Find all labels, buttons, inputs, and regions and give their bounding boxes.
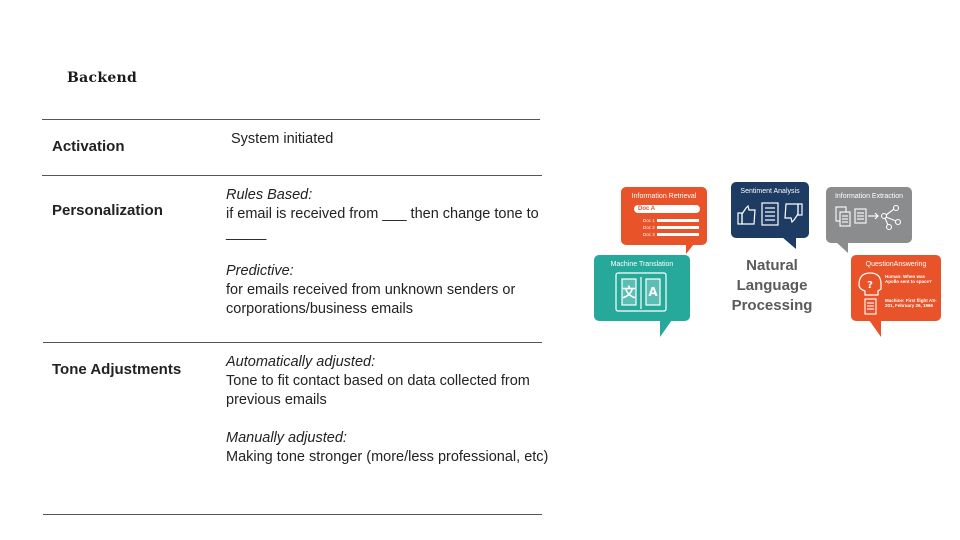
rules-based-heading: Rules Based: — [226, 187, 313, 203]
arrow-right-icon — [868, 212, 879, 220]
bubble-tail — [660, 320, 672, 337]
rules-based-text: if email is received from ___ then chang… — [226, 206, 539, 241]
doc-line — [657, 226, 699, 229]
bubble-machine-translation: Machine Translation 文 A — [594, 255, 690, 321]
auto-adjusted-heading: Automatically adjusted: — [226, 354, 376, 370]
thumbs-up-icon — [737, 204, 756, 225]
network-icon — [880, 204, 902, 231]
manual-adjusted-text: Making tone stronger (more/less professi… — [226, 449, 549, 465]
doc-line — [657, 219, 699, 222]
bubble-tail — [836, 242, 848, 253]
spacer — [226, 243, 556, 262]
nlp-line: Processing — [731, 297, 813, 314]
slide-title: Backend — [67, 70, 138, 86]
bubble-title: QuestionAnswering — [865, 261, 927, 268]
row-content-personalization: Rules Based: if email is received from _… — [226, 186, 556, 319]
bubble-information-extraction: Information Extraction — [826, 187, 912, 243]
spacer — [226, 410, 556, 429]
doc-label: Doc 1 — [643, 218, 655, 223]
row-content-activation: System initiated — [231, 130, 561, 149]
bubble-sentiment-analysis: Sentiment Analysis — [731, 182, 809, 238]
question-mark-glyph: ? — [867, 280, 873, 291]
nlp-line: Language — [736, 277, 808, 294]
book-icon — [615, 272, 667, 312]
qa-answer-text: Machine: First flight AS-201, February 2… — [885, 298, 937, 308]
bubble-tail — [686, 244, 694, 254]
sentiment-icons — [737, 202, 803, 226]
nlp-illustration: Information Retrieval Doc A Doc 1 Doc 2 … — [592, 180, 942, 340]
doc-label: Doc 3 — [643, 232, 655, 237]
predictive-heading: Predictive: — [226, 263, 294, 279]
row-label-personalization: Personalization — [52, 202, 163, 219]
table-rule-2 — [43, 342, 542, 343]
thumbs-down-icon — [784, 203, 803, 224]
predictive-text: for emails received from unknown senders… — [226, 282, 516, 317]
document-icon — [854, 208, 867, 224]
translate-glyph-right: A — [648, 285, 658, 299]
nlp-center-text: Natural Language Processing — [722, 256, 822, 316]
bubble-tail — [869, 320, 881, 337]
document-icon — [835, 206, 851, 227]
document-icon — [864, 298, 877, 315]
bubble-question-answering: QuestionAnswering ? Human: When was Apol… — [851, 255, 941, 321]
row-label-activation: Activation — [52, 138, 125, 155]
translate-glyph-left: 文 — [622, 285, 636, 301]
bubble-information-retrieval: Information Retrieval Doc A Doc 1 Doc 2 … — [621, 187, 707, 245]
row-label-tone-adjustments: Tone Adjustments — [52, 361, 182, 378]
nlp-line: Natural — [746, 257, 798, 274]
table-rule-bottom — [43, 514, 542, 515]
auto-adjusted-text: Tone to fit contact based on data collec… — [226, 373, 530, 408]
table-rule-1 — [42, 175, 542, 176]
row-content-tone-adjustments: Automatically adjusted: Tone to fit cont… — [226, 353, 556, 467]
manual-adjusted-heading: Manually adjusted: — [226, 430, 347, 446]
bubble-title: Information Extraction — [834, 193, 904, 200]
document-icon — [761, 202, 779, 226]
head-question-icon — [858, 272, 882, 296]
bubble-title: Sentiment Analysis — [740, 188, 800, 195]
translation-icons: 文 A — [615, 272, 667, 312]
table-rule-top — [42, 119, 540, 120]
bubble-title: Machine Translation — [610, 261, 674, 268]
doc-line — [657, 233, 699, 236]
activation-text: System initiated — [231, 131, 334, 147]
qa-icons: ? — [858, 272, 882, 315]
extraction-icons — [835, 204, 902, 231]
bubble-title: Information Retrieval — [631, 193, 697, 200]
qa-question-text: Human: When was Apollo sent to space? — [885, 274, 932, 284]
search-pill: Doc A — [634, 205, 700, 213]
bubble-tail — [782, 237, 796, 249]
doc-label: Doc 2 — [643, 225, 655, 230]
